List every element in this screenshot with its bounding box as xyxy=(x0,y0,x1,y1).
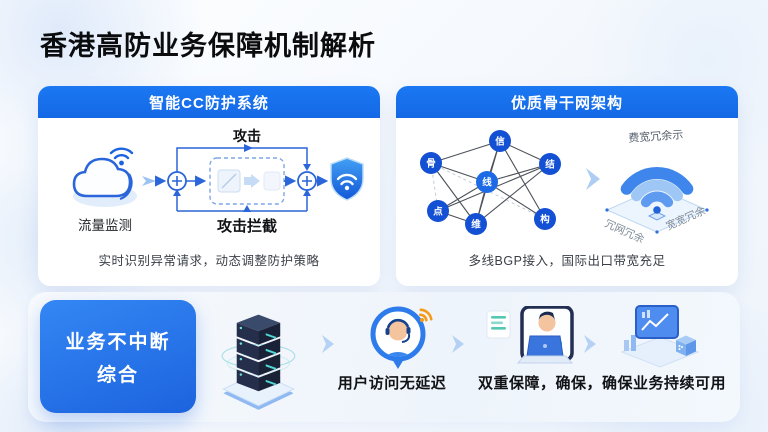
cc-protection-header-label: 智能CC防护系统 xyxy=(149,94,269,112)
server-units xyxy=(236,314,281,392)
wifi-fan-icon xyxy=(620,167,694,208)
svg-text:线: 线 xyxy=(482,177,492,189)
bandwidth-redundancy-icon: 费宽冗余示 冗网冗余 宽宽冗余 xyxy=(603,127,709,246)
svg-text:构: 构 xyxy=(540,214,550,226)
business-continuity-line2: 综合 xyxy=(96,364,139,386)
sum-node-left xyxy=(167,171,187,191)
server-stack-icon xyxy=(221,314,296,410)
filter-output-box xyxy=(263,171,281,191)
page-title: 香港高防业务保障机制解析 xyxy=(40,31,376,61)
traffic-monitor-cloud-icon xyxy=(72,147,137,207)
operator-laptop-icon xyxy=(486,306,574,364)
backbone-network-header: 优质骨干网架构 xyxy=(396,86,738,118)
cc-flow-diagram: 流量监测 攻击 xyxy=(72,128,364,235)
signal-waves-icon xyxy=(419,308,433,322)
backbone-network-description: 多线BGP接入，国际出口带宽充足 xyxy=(468,254,666,268)
sum-node-right xyxy=(297,171,317,191)
attack-label: 攻击 xyxy=(233,128,261,144)
step-user-label: 用户访问无延迟 xyxy=(337,375,447,392)
backbone-network-panel: 优质骨干网架构 信 骨 线 结 点 维 xyxy=(396,86,738,286)
chevron-right-icon xyxy=(452,335,464,353)
step-guarantee-label: 双重保障，确保，确保业务持续可用 xyxy=(477,375,726,392)
chevron-right-icon xyxy=(586,168,600,190)
business-continuity-line1: 业务不中断 xyxy=(65,331,171,353)
cc-protection-description: 实时识别异常请求，动态调整防护策略 xyxy=(98,254,320,268)
backbone-network-header-label: 优质骨干网架构 xyxy=(510,94,623,112)
cc-protection-header: 智能CC防护系统 xyxy=(38,86,380,118)
svg-text:点: 点 xyxy=(433,206,443,218)
attack-path xyxy=(176,147,308,172)
network-nodes: 信 骨 线 结 点 维 构 xyxy=(420,130,561,235)
svg-text:信: 信 xyxy=(495,136,505,148)
svg-text:骨: 骨 xyxy=(426,159,436,170)
traffic-monitor-label: 流量监测 xyxy=(78,218,132,233)
intercept-label: 攻击拦截 xyxy=(217,217,277,235)
svg-text:结: 结 xyxy=(544,159,555,171)
filter-arrow xyxy=(244,174,260,188)
monitoring-dashboard-icon xyxy=(620,305,700,368)
shield-wifi-icon xyxy=(330,157,364,201)
svg-text:维: 维 xyxy=(471,219,481,231)
flow-feed-arrow xyxy=(142,176,156,186)
wifi-waves-icon xyxy=(109,147,134,160)
cc-protection-panel: 智能CC防护系统 流量监测 xyxy=(38,86,380,286)
iso-top-label: 费宽冗余示 xyxy=(628,127,684,145)
business-continuity-card: 业务不中断 综合 xyxy=(40,300,196,413)
backbone-network-diagram: 信 骨 线 结 点 维 构 费宽冗余示 xyxy=(420,127,709,246)
chevron-right-icon xyxy=(322,335,334,353)
chevron-right-icon xyxy=(584,335,596,353)
intercept-path xyxy=(176,193,308,212)
user-headset-icon xyxy=(370,306,433,369)
